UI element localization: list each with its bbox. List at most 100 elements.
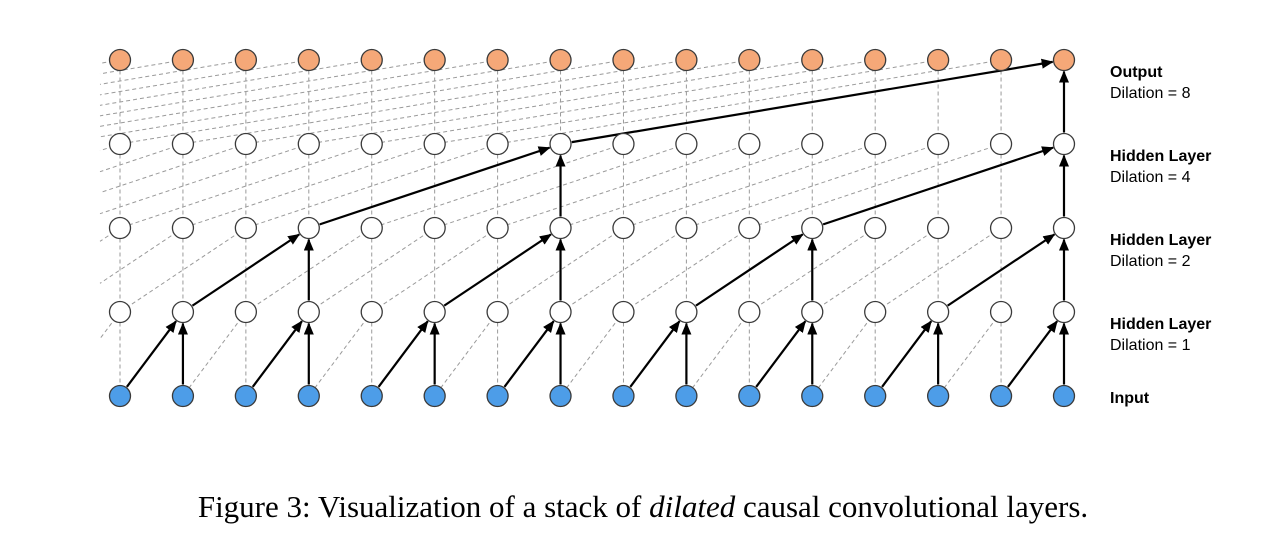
output-node	[801, 48, 824, 72]
hidden3-node	[1052, 132, 1076, 156]
hidden1-node	[108, 300, 132, 324]
input-node	[1052, 384, 1076, 408]
input-node	[801, 384, 824, 408]
label-input: Input	[1110, 388, 1149, 409]
label-hidden-layer-2: Hidden Layer Dilation = 2	[1110, 230, 1211, 272]
path-arrow	[191, 233, 301, 307]
caption-suffix: causal convolutional layers.	[735, 489, 1089, 524]
label-hidden-3-title: Hidden Layer	[1110, 148, 1212, 165]
dashed-link-diagonal	[497, 227, 624, 313]
label-hidden-layer-3: Hidden Layer Dilation = 4	[1110, 146, 1211, 188]
input-node	[549, 384, 572, 408]
hidden1-node	[801, 300, 824, 324]
hidden3-node	[989, 132, 1013, 156]
output-node	[234, 48, 258, 72]
output-node	[486, 48, 509, 72]
dashed-link-diagonal	[99, 227, 184, 284]
dashed-link-diagonal	[371, 59, 876, 145]
hidden3-node	[675, 132, 698, 156]
hidden3-node	[234, 132, 258, 156]
input-node	[486, 384, 509, 408]
dashed-link-diagonal	[874, 227, 1002, 313]
label-hidden-1-dilation: Dilation = 1	[1110, 337, 1191, 354]
path-arrow	[503, 320, 555, 388]
hidden2-node	[864, 216, 887, 240]
layer-nodes	[108, 48, 1076, 408]
hidden3-node	[423, 132, 446, 156]
hidden2-node	[423, 216, 446, 240]
dashed-link-diagonal	[99, 59, 184, 75]
hidden2-node	[171, 216, 195, 240]
hidden2-node	[801, 216, 824, 240]
output-node	[989, 48, 1013, 72]
hidden3-node	[108, 132, 132, 156]
caption-emphasis: dilated	[649, 489, 736, 524]
dashed-link-diagonal	[99, 311, 121, 339]
hidden2-node	[989, 216, 1013, 240]
path-arrow	[755, 320, 807, 388]
hidden1-node	[486, 300, 509, 324]
dashed-link-diagonal	[119, 227, 247, 313]
dashed-link-diagonal	[686, 143, 939, 229]
output-node	[612, 48, 635, 72]
output-node	[423, 48, 446, 72]
input-node	[675, 384, 698, 408]
hidden1-node	[612, 300, 635, 324]
dashed-link-diagonal	[623, 143, 876, 229]
dashed-link-diagonal	[371, 143, 624, 229]
hidden3-node	[801, 132, 824, 156]
hidden2-node	[234, 216, 258, 240]
dashed-link-diagonal	[245, 143, 498, 229]
hidden2-node	[1052, 216, 1076, 240]
output-node	[297, 48, 320, 72]
hidden2-node	[360, 216, 383, 240]
label-input-title: Input	[1110, 390, 1150, 407]
dashed-link-diagonal	[99, 59, 246, 85]
hidden1-node	[926, 300, 950, 324]
dashed-link-diagonal	[434, 143, 687, 229]
hidden1-node	[549, 300, 572, 324]
dashed-link-diagonal	[434, 59, 939, 145]
hidden3-node	[549, 132, 572, 156]
hidden1-node	[738, 300, 761, 324]
hidden3-node	[926, 132, 950, 156]
input-node	[171, 384, 195, 408]
path-arrow	[822, 146, 1055, 226]
path-arrow	[377, 320, 429, 388]
label-hidden-2-dilation: Dilation = 2	[1110, 253, 1191, 270]
output-node	[738, 48, 761, 72]
hidden2-node	[297, 216, 320, 240]
hidden1-node	[360, 300, 383, 324]
path-arrow	[126, 320, 177, 388]
hidden2-node	[738, 216, 761, 240]
input-node	[234, 384, 258, 408]
label-output-title: Output	[1110, 64, 1163, 81]
dashed-link-diagonal	[749, 143, 1002, 229]
dashed-link-diagonal	[749, 227, 876, 313]
label-hidden-layer-1: Hidden Layer Dilation = 1	[1110, 314, 1211, 356]
dashed-link-diagonal	[811, 311, 876, 397]
dashed-link-diagonal	[99, 59, 561, 138]
label-output-dilation: Dilation = 8	[1110, 85, 1191, 102]
input-node	[864, 384, 887, 408]
dashed-link-diagonal	[99, 143, 184, 173]
dilated-convolution-diagram	[99, 48, 1076, 408]
dashed-link-diagonal	[99, 143, 247, 194]
label-output: Output Dilation = 8	[1110, 62, 1191, 104]
dashed-link-diagonal	[308, 59, 813, 145]
path-arrow	[319, 146, 551, 226]
dashed-link-diagonal	[182, 59, 687, 145]
hidden1-node	[989, 300, 1013, 324]
input-node	[989, 384, 1013, 408]
path-arrow	[251, 320, 303, 388]
dashed-link-diagonal	[560, 227, 687, 313]
dashed-link-diagonal	[182, 311, 247, 397]
dashed-link-diagonal	[119, 59, 624, 145]
dashed-link-diagonal	[560, 311, 624, 397]
dashed-link-diagonal	[811, 227, 939, 313]
hidden2-node	[486, 216, 509, 240]
output-node	[864, 48, 887, 72]
dashed-link-diagonal	[245, 59, 750, 145]
dashed-link-diagonal	[434, 311, 498, 397]
dashed-link-diagonal	[245, 227, 373, 313]
